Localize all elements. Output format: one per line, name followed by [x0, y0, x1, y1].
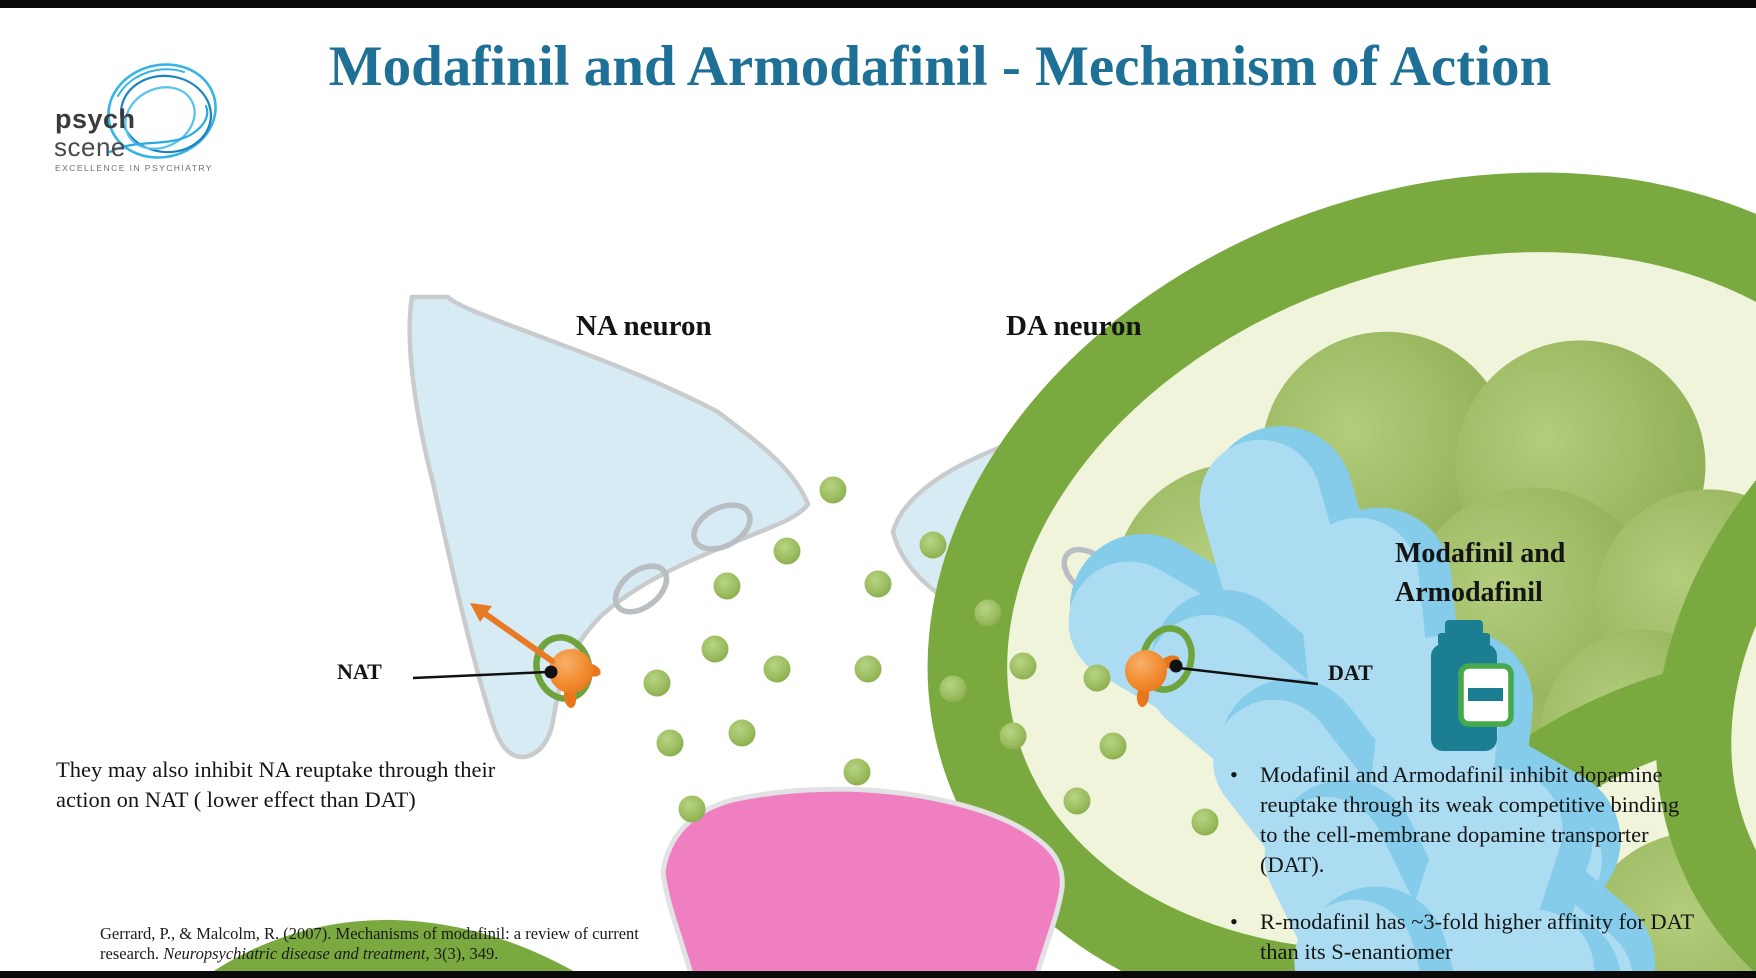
na-reuptake-arrow — [470, 603, 555, 664]
bullet-item-dat: • Modafinil and Armodafinil inhibit dopa… — [1230, 760, 1750, 880]
top-frame-bar — [0, 0, 1756, 8]
logo-tagline: EXCELLENCE IN PSYCHIATRY — [55, 163, 213, 173]
na-neuron-label: NA neuron — [576, 310, 712, 342]
dat-label: DAT — [1328, 660, 1373, 685]
citation-authors: Gerrard, P., & Malcolm, R. (2007). Mecha… — [100, 924, 639, 963]
na-neuron-body — [407, 294, 811, 760]
psych-scene-logo: psych scene EXCELLENCE IN PSYCHIATRY — [52, 56, 252, 176]
bullet-text: R-modafinil has ~3-fold higher affinity … — [1260, 909, 1695, 964]
bullet-item-enantiomer: • R-modafinil has ~3-fold higher affinit… — [1230, 907, 1750, 967]
nat-label: NAT — [337, 659, 382, 684]
citation-pages: 3(3), 349. — [429, 944, 499, 963]
reference-citation: Gerrard, P., & Malcolm, R. (2007). Mecha… — [100, 924, 645, 964]
logo-wordmark-psych: psych — [55, 104, 136, 134]
citation-journal: Neuropsychiatric disease and treatment, — [163, 944, 430, 963]
postsynaptic-terminal — [660, 786, 1065, 978]
logo-wordmark-scene: scene — [54, 132, 126, 162]
dat-anchor-dot — [1169, 659, 1183, 673]
neurotransmitter-dots — [643, 476, 1219, 836]
drug-name-label: Modafinil and Armodafinil — [1395, 538, 1566, 608]
label-leader-lines — [412, 666, 1319, 686]
na-reuptake-note: They may also inhibit NA reuptake throug… — [56, 757, 496, 812]
bullet-marker: • — [1230, 762, 1238, 787]
nat-transporter — [533, 634, 601, 708]
nat-anchor-dot — [544, 665, 558, 679]
slide-title: Modafinil and Armodafinil - Mechanism of… — [328, 35, 1552, 98]
bullet-marker: • — [1230, 909, 1238, 934]
mechanism-bullet-list: • Modafinil and Armodafinil inhibit dopa… — [1230, 760, 1750, 967]
brain-scribble-icon — [107, 63, 217, 159]
da-neuron-label: DA neuron — [1006, 310, 1142, 342]
bottom-frame-bar — [0, 971, 1756, 978]
pill-bottle-icon — [1431, 620, 1514, 751]
bullet-text: Modafinil and Armodafinil inhibit dopami… — [1260, 762, 1680, 877]
